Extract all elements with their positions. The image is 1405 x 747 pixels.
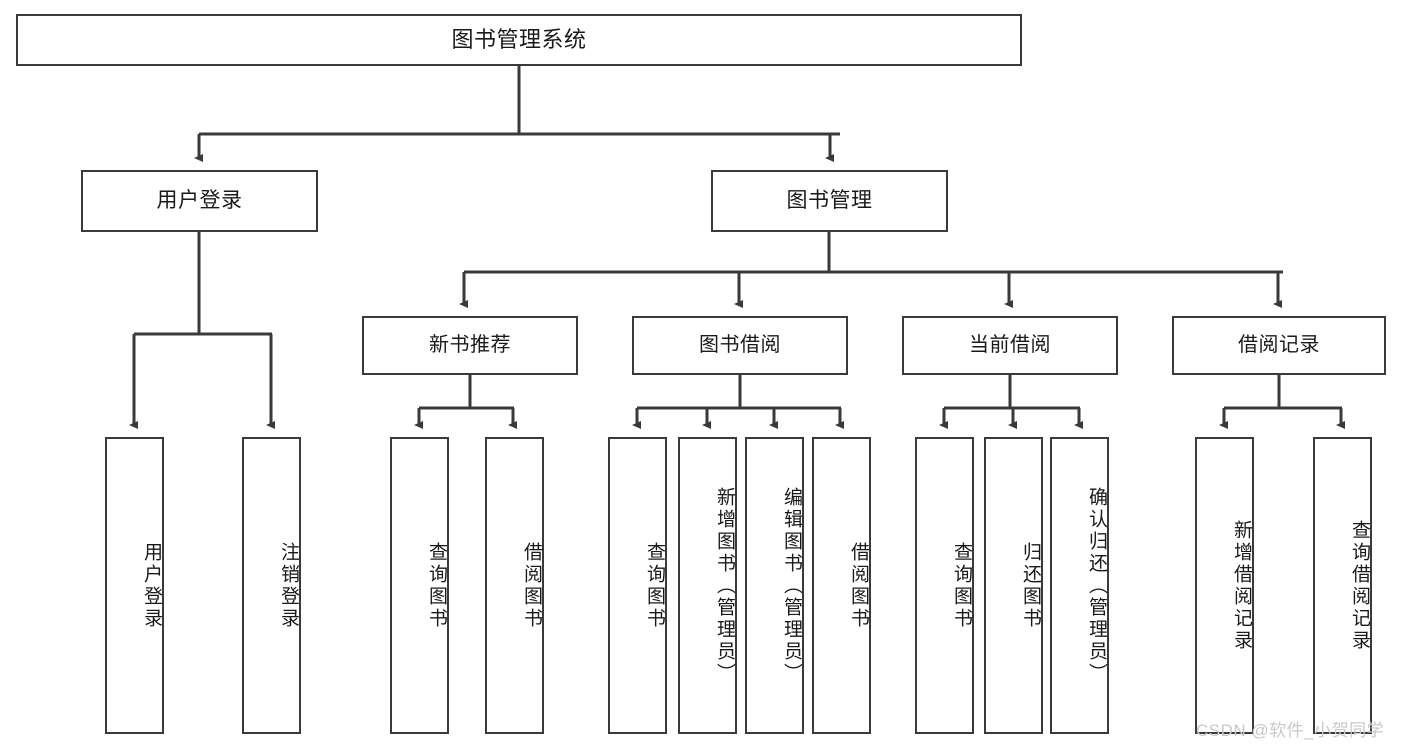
node-new-book-recommend-label: 新书推荐 [429,333,511,356]
leaf-borrow-record-add-label: 新增借阅记录 [1231,519,1252,652]
node-book-management[interactable]: 图书管理 [711,170,948,232]
node-borrow-record[interactable]: 借阅记录 [1172,316,1386,375]
leaf-current-borrow-return[interactable]: 归还图书 [984,437,1043,734]
leaf-user-login-signin-label: 用户登录 [141,541,162,630]
node-book-borrow[interactable]: 图书借阅 [632,316,848,375]
node-borrow-record-label: 借阅记录 [1238,333,1320,356]
leaf-borrow-record-query-label: 查询借阅记录 [1349,519,1370,652]
node-new-book-recommend[interactable]: 新书推荐 [362,316,578,375]
leaf-book-borrow-add[interactable]: 新增图书（管理员） [678,437,737,734]
leaf-new-book-borrow[interactable]: 借阅图书 [485,437,544,734]
node-root-system[interactable]: 图书管理系统 [16,14,1022,66]
leaf-book-borrow-query[interactable]: 查询图书 [608,437,667,734]
leaf-new-book-borrow-label: 借阅图书 [521,541,542,630]
node-current-borrow[interactable]: 当前借阅 [902,316,1118,375]
leaf-new-book-query-label: 查询图书 [426,541,447,630]
leaf-user-login-signout[interactable]: 注销登录 [242,437,301,734]
leaf-book-borrow-edit-label: 编辑图书（管理员） [781,486,802,685]
leaf-book-borrow-borrow-label: 借阅图书 [848,541,869,630]
leaf-borrow-record-add[interactable]: 新增借阅记录 [1195,437,1254,734]
node-root-system-label: 图书管理系统 [451,27,587,53]
node-user-login[interactable]: 用户登录 [81,170,318,232]
csdn-watermark: CSDN @软件_小贺同学 [1196,721,1385,740]
node-current-borrow-label: 当前借阅 [969,333,1051,356]
leaf-user-login-signin[interactable]: 用户登录 [105,437,164,734]
leaf-current-borrow-query-label: 查询图书 [951,541,972,630]
leaf-book-borrow-add-label: 新增图书（管理员） [714,486,735,685]
leaf-current-borrow-confirm-return-label: 确认归还（管理员） [1086,486,1107,685]
leaf-current-borrow-return-label: 归还图书 [1020,541,1041,630]
node-book-borrow-label: 图书借阅 [699,333,781,356]
leaf-book-borrow-borrow[interactable]: 借阅图书 [812,437,871,734]
leaf-borrow-record-query[interactable]: 查询借阅记录 [1313,437,1372,734]
node-book-management-label: 图书管理 [786,188,873,212]
leaf-book-borrow-edit[interactable]: 编辑图书（管理员） [745,437,804,734]
leaf-current-borrow-query[interactable]: 查询图书 [915,437,974,734]
leaf-current-borrow-confirm-return[interactable]: 确认归还（管理员） [1050,437,1109,734]
leaf-user-login-signout-label: 注销登录 [278,541,299,630]
leaf-new-book-query[interactable]: 查询图书 [390,437,449,734]
node-user-login-label: 用户登录 [156,188,243,212]
leaf-book-borrow-query-label: 查询图书 [644,541,665,630]
